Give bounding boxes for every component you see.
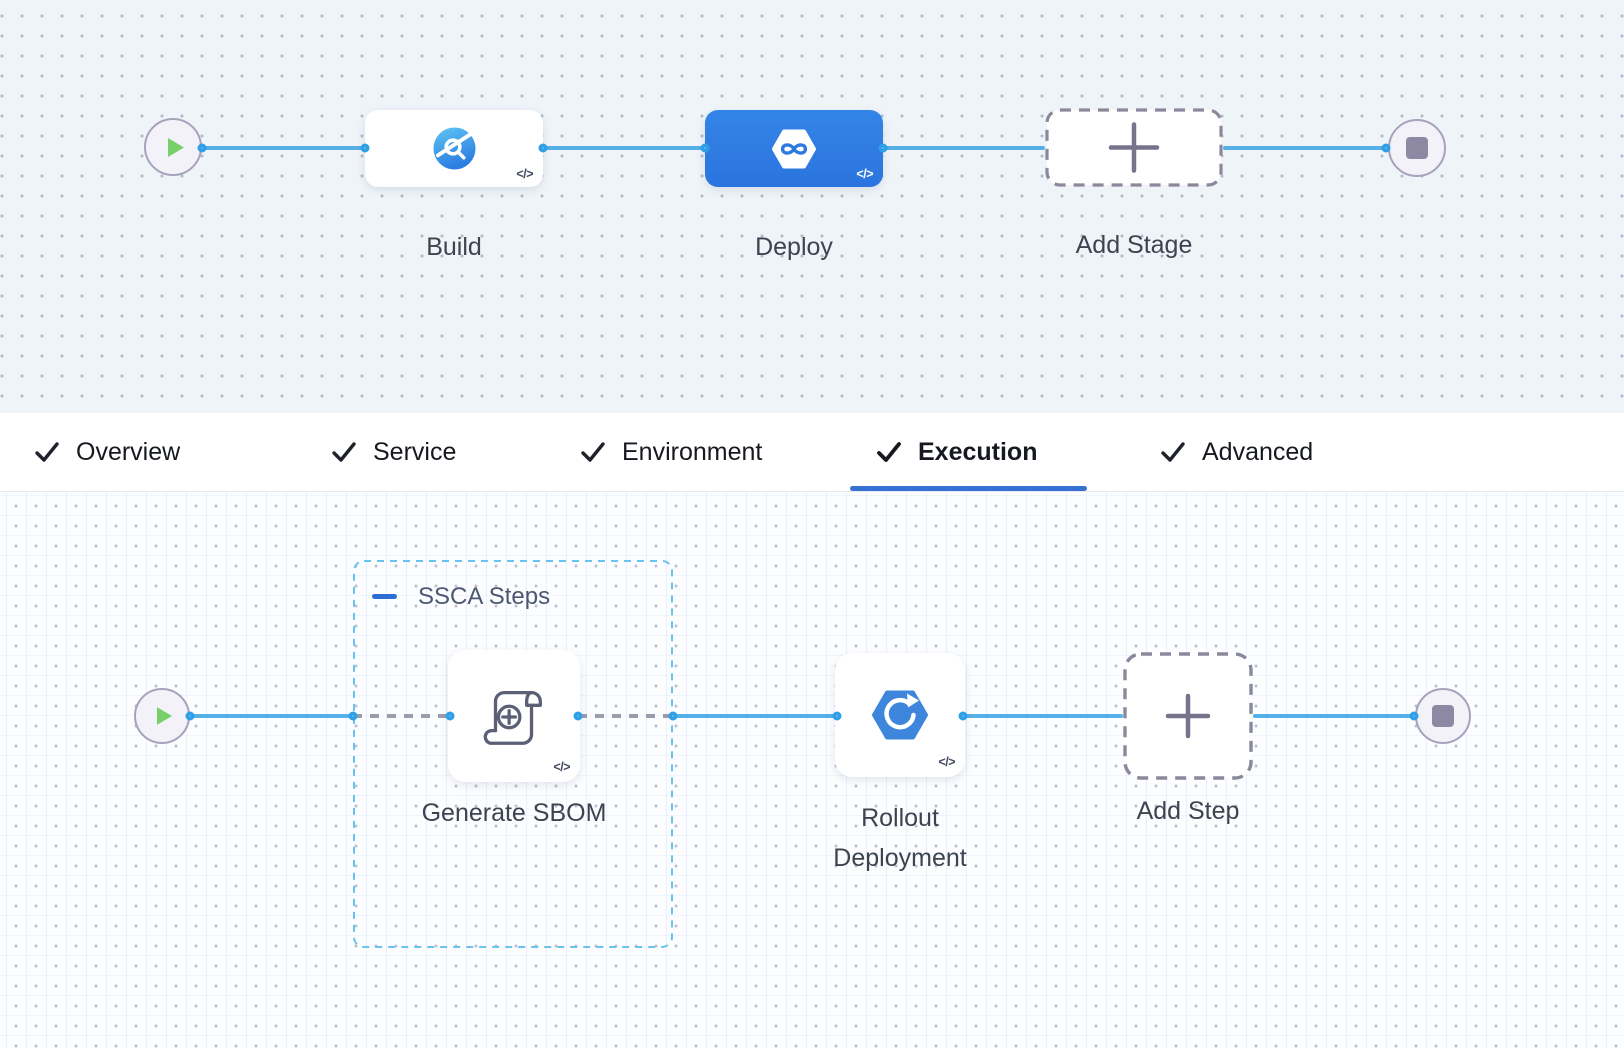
tab-label: Overview: [76, 437, 181, 466]
stage-label-add-stage: Add Stage: [1075, 231, 1193, 259]
step-label-generate-sbom: Generate SBOM: [421, 799, 607, 827]
connector-line: [543, 146, 705, 150]
link-point: [700, 143, 710, 153]
link-point: [573, 711, 583, 721]
stage-tabbar: Overview Service Environment Execution A…: [0, 413, 1624, 492]
pipeline-start-node: [144, 118, 202, 176]
check-icon: [35, 442, 59, 462]
connector-line: [1253, 714, 1414, 718]
link-point: [878, 143, 888, 153]
tab-overview[interactable]: Overview: [34, 413, 180, 491]
play-icon: [163, 137, 184, 157]
connector-line: [673, 714, 837, 718]
dashed-connector-line: [578, 714, 673, 718]
check-icon: [332, 442, 356, 462]
step-group-ssca: [353, 560, 673, 953]
link-point: [538, 143, 548, 153]
tab-label: Environment: [622, 437, 763, 466]
connector-line: [202, 146, 365, 150]
check-icon: [581, 442, 605, 462]
code-view-icon: </>: [553, 760, 570, 774]
active-tab-underline: [850, 486, 1087, 491]
ci-build-icon: [431, 125, 478, 172]
step-node-rollout-deployment[interactable]: </>: [835, 653, 965, 777]
add-step-button[interactable]: [1123, 652, 1253, 785]
execution-canvas: SSCA Steps: [0, 492, 1624, 1048]
connector-line: [1223, 146, 1386, 150]
connector-line: [883, 146, 1045, 150]
stage-node-build[interactable]: </>: [365, 110, 543, 187]
stage-label-build: Build: [426, 233, 482, 261]
stage-canvas: </> </>: [0, 0, 1624, 413]
plus-icon: [1108, 122, 1160, 173]
link-point: [197, 143, 207, 153]
step-label-rollout-deployment: Rollout Deployment: [833, 804, 967, 872]
stop-icon: [1406, 137, 1428, 159]
tab-label: Execution: [918, 437, 1038, 466]
dashed-connector-line: [353, 714, 450, 718]
tab-execution[interactable]: Execution: [876, 413, 1037, 491]
play-icon: [152, 707, 172, 725]
check-icon: [877, 442, 901, 462]
stop-icon: [1432, 705, 1454, 727]
link-point: [1409, 711, 1419, 721]
link-point: [832, 711, 842, 721]
check-icon: [1161, 442, 1185, 462]
sbom-scroll-icon: [477, 679, 551, 753]
plus-icon: [1165, 693, 1211, 739]
link-point: [1381, 143, 1391, 153]
link-point: [185, 711, 195, 721]
link-point: [360, 143, 370, 153]
code-view-icon: </>: [938, 755, 955, 769]
step-group-label: SSCA Steps: [418, 583, 551, 610]
cd-deploy-icon: [770, 125, 818, 173]
step-node-generate-sbom[interactable]: </>: [448, 650, 580, 782]
step-label-add-step: Add Step: [1136, 797, 1240, 825]
tab-label: Service: [373, 437, 457, 466]
execution-end-node: [1415, 688, 1471, 744]
tab-environment[interactable]: Environment: [580, 413, 762, 491]
link-point: [958, 711, 968, 721]
tab-advanced[interactable]: Advanced: [1160, 413, 1313, 491]
collapse-group-icon[interactable]: [372, 594, 397, 599]
tab-label: Advanced: [1202, 437, 1314, 466]
stage-label-deploy: Deploy: [755, 233, 833, 261]
connector-line: [190, 714, 353, 718]
connector-line: [963, 714, 1123, 718]
link-point: [445, 711, 455, 721]
link-point: [668, 711, 678, 721]
pipeline-end-node: [1388, 119, 1446, 177]
rollout-hexagon-icon: [869, 684, 931, 746]
add-stage-button[interactable]: [1045, 108, 1223, 192]
tab-service[interactable]: Service: [331, 413, 456, 491]
code-view-icon: </>: [856, 167, 873, 181]
execution-start-node: [134, 688, 190, 744]
link-point: [348, 711, 358, 721]
code-view-icon: </>: [516, 167, 533, 181]
stage-node-deploy[interactable]: </>: [705, 110, 883, 187]
